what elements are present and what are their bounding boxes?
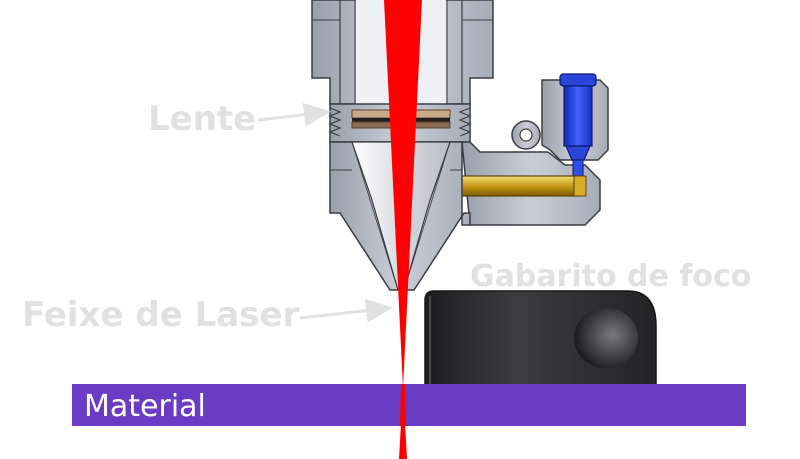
gauge-hole: [574, 308, 638, 368]
laser-beam: [384, 0, 422, 459]
laser-beam-arrow: [299, 298, 393, 323]
lens-label: Lente: [148, 99, 256, 139]
focus-gauge: [424, 290, 657, 386]
gas-channel: [431, 175, 587, 197]
material-plate: [72, 384, 746, 426]
focus-gauge-label: Gabarito de foco: [470, 259, 751, 294]
gas-fitting: [559, 73, 597, 179]
laser-beam-label: Feixe de Laser: [22, 295, 300, 335]
laser-beam-through-material: [400, 384, 406, 426]
lens-arrow: [257, 102, 331, 127]
material-label: Material: [84, 389, 206, 424]
